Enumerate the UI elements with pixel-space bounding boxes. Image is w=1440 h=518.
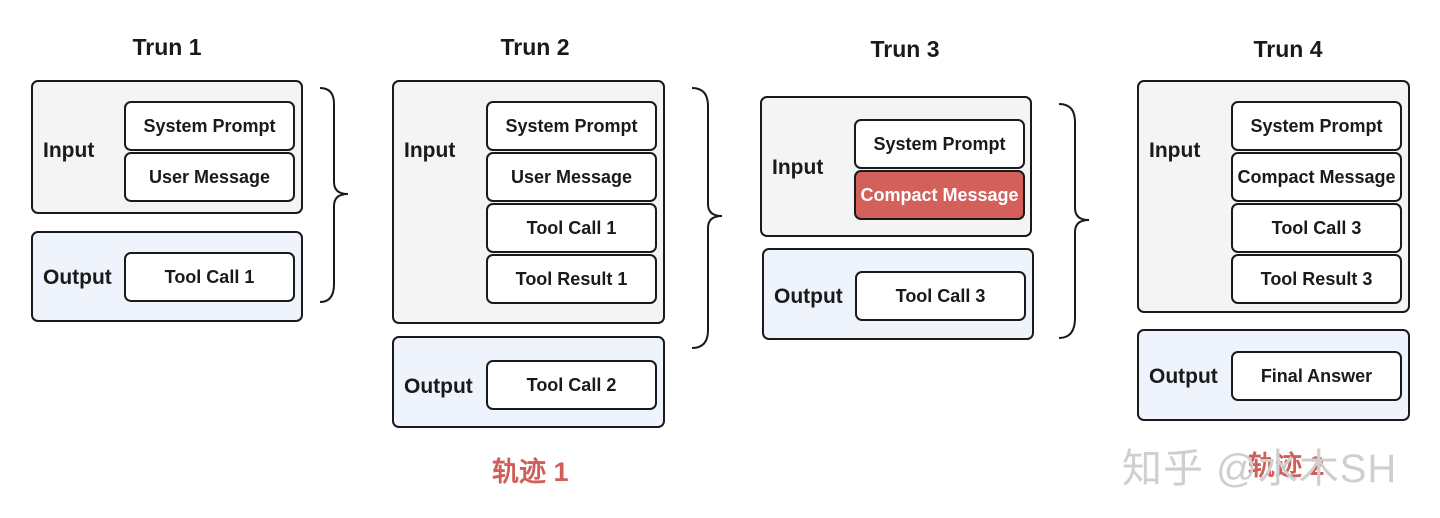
turn-2-output-panel: Output Tool Call 2 (392, 336, 665, 428)
trajectory-1-label: 轨迹 1 (492, 457, 569, 487)
turn-1-input-label: Input (43, 139, 95, 162)
trajectory-2-label: 轨迹 2 (1248, 451, 1325, 481)
turn-4-input-label: Input (1149, 139, 1201, 162)
turn-2-output-label: Output (404, 375, 473, 398)
turn-2-tool-call-1: Tool Call 1 (486, 203, 657, 253)
turn-1-title: Trun 1 (132, 34, 202, 60)
turn-1-output-panel: Output Tool Call 1 (31, 231, 303, 322)
turn-4-input-panel: Input System Prompt Compact Message Tool… (1137, 80, 1410, 313)
turn-2-user-message: User Message (486, 152, 657, 202)
turn-3-output-label: Output (774, 285, 843, 308)
turn-1-output-label: Output (43, 266, 112, 289)
turn-2-input-label: Input (404, 139, 456, 162)
turn-4-title: Trun 4 (1253, 36, 1323, 62)
turn-3-input-label: Input (772, 156, 824, 179)
turn-4-tool-call-3: Tool Call 3 (1231, 203, 1402, 253)
turn-4-output-panel: Output Final Answer (1137, 329, 1410, 421)
turn-4-final-answer: Final Answer (1231, 351, 1402, 401)
turn-1-user-message: User Message (124, 152, 295, 202)
turn-4-compact-message: Compact Message (1231, 152, 1402, 202)
turn-4-tool-result-3: Tool Result 3 (1231, 254, 1402, 304)
turn-3-brace (1058, 103, 1090, 339)
turn-3-input-panel: Input System Prompt Compact Message (760, 96, 1032, 237)
turn-2-title: Trun 2 (500, 34, 570, 60)
turn-3-compact-message: Compact Message (854, 170, 1025, 220)
turn-3-system-prompt: System Prompt (854, 119, 1025, 169)
turn-3-output-panel: Output Tool Call 3 (762, 248, 1034, 340)
turn-2-brace (691, 87, 723, 349)
turn-1-system-prompt: System Prompt (124, 101, 295, 151)
turn-1-tool-call-1: Tool Call 1 (124, 252, 295, 302)
turn-2-input-panel: Input System Prompt User Message Tool Ca… (392, 80, 665, 324)
turn-3-title: Trun 3 (870, 36, 940, 62)
turn-2-tool-call-2: Tool Call 2 (486, 360, 657, 410)
turn-3-tool-call-3: Tool Call 3 (855, 271, 1026, 321)
turn-2-system-prompt: System Prompt (486, 101, 657, 151)
turn-2-tool-result-1: Tool Result 1 (486, 254, 657, 304)
watermark: 知乎 @水木SH (1122, 447, 1398, 491)
turn-4-system-prompt: System Prompt (1231, 101, 1402, 151)
turn-1-brace (319, 87, 349, 303)
turn-4-output-label: Output (1149, 365, 1218, 388)
turn-1-input-panel: Input System Prompt User Message (31, 80, 303, 214)
